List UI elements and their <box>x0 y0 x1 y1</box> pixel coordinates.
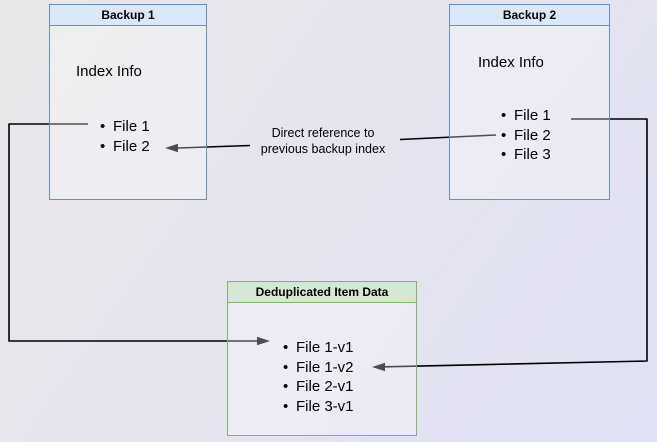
arrowhead-into-backup1-file2 <box>165 143 178 153</box>
list-item: • File 3 <box>501 145 551 165</box>
arrowhead-into-dedup-file1v1 <box>257 336 270 346</box>
bullet-icon: • <box>283 358 289 376</box>
backup2-title: Backup 2 <box>450 5 609 26</box>
bullet-icon: • <box>501 126 507 144</box>
file-label: File 1 <box>113 118 150 135</box>
direct-reference-edge-label: Direct reference to previous backup inde… <box>261 125 385 157</box>
list-item: • File 2 <box>100 137 150 157</box>
backup1-node: Backup 1 Index Info • File 1 • File 2 <box>49 4 207 200</box>
file-label: File 1 <box>514 107 551 124</box>
edge-label-line2: previous backup index <box>260 142 386 156</box>
list-item: • File 1 <box>100 117 150 137</box>
backup2-file-list: • File 1 • File 2 • File 3 <box>501 106 551 165</box>
bullet-icon: • <box>283 339 289 356</box>
backup1-title: Backup 1 <box>50 5 206 26</box>
file-label: File 1-v1 <box>296 339 354 356</box>
file-label: File 2-v1 <box>296 378 354 395</box>
list-item: • File 1-v1 <box>283 338 354 358</box>
dedup-node: Deduplicated Item Data • File 1-v1 • Fil… <box>227 281 417 436</box>
backup1-index-info-label: Index Info <box>76 63 142 80</box>
list-item: • File 1-v2 <box>283 358 354 378</box>
backup1-file-list: • File 1 • File 2 <box>100 117 150 156</box>
file-label: File 3 <box>514 146 551 163</box>
bullet-icon: • <box>501 146 507 163</box>
file-label: File 2 <box>514 126 551 144</box>
list-item: • File 3-v1 <box>283 397 354 417</box>
dedup-title: Deduplicated Item Data <box>228 282 416 303</box>
file-label: File 1-v2 <box>296 358 354 376</box>
list-item: • File 1 <box>501 106 551 126</box>
edge-direct-reference-right-segment <box>399 134 497 141</box>
bullet-icon: • <box>100 137 106 155</box>
bullet-icon: • <box>100 118 106 135</box>
list-item: • File 2 <box>501 126 551 146</box>
backup2-node: Backup 2 Index Info • File 1 • File 2 • … <box>449 4 610 200</box>
edge-label-line1: Direct reference to <box>271 126 375 140</box>
edge-direct-reference-left-segment <box>177 144 251 149</box>
bullet-icon: • <box>501 107 507 124</box>
arrowhead-into-dedup-file1v2 <box>372 362 385 372</box>
list-item: • File 2-v1 <box>283 377 354 397</box>
dedup-file-list: • File 1-v1 • File 1-v2 • File 2-v1 • Fi… <box>283 338 354 416</box>
file-label: File 3-v1 <box>296 397 354 415</box>
file-label: File 2 <box>113 137 150 155</box>
edge-backup1-file1-to-dedup <box>8 123 257 342</box>
bullet-icon: • <box>283 378 289 395</box>
bullet-icon: • <box>283 397 289 415</box>
backup2-index-info-label: Index Info <box>478 54 544 71</box>
